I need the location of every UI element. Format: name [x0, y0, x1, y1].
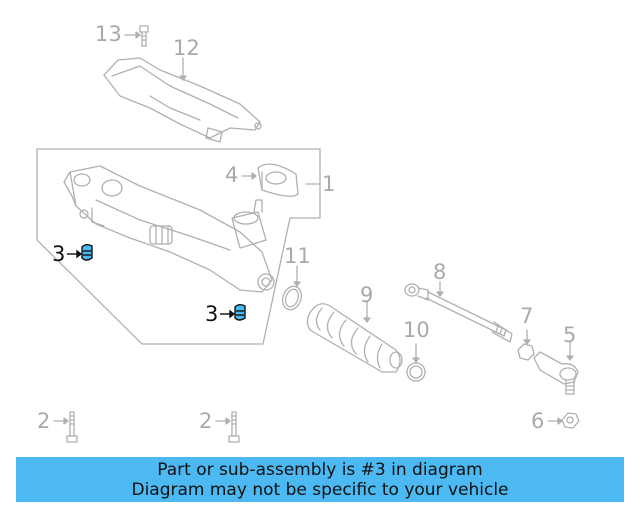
part-2-bolt-right — [215, 411, 240, 443]
part-7-nut — [517, 329, 535, 361]
part-13-bolt — [124, 25, 149, 47]
part-11-clamp — [281, 265, 303, 311]
callout-8: 8 — [433, 260, 447, 284]
part-5-tie-rod-end — [533, 341, 579, 395]
callout-6: 6 — [531, 409, 545, 433]
part-6-nut — [547, 412, 580, 429]
callout-9: 9 — [360, 283, 374, 307]
info-banner: Part or sub-assembly is #3 in diagram Di… — [16, 457, 624, 502]
part-8-tie-rod — [404, 281, 513, 343]
callout-3-lower[interactable]: 3 — [205, 302, 219, 326]
callout-1: 1 — [322, 172, 336, 196]
banner-line-1: Part or sub-assembly is #3 in diagram — [157, 459, 483, 480]
callout-12: 12 — [173, 36, 200, 60]
part-2-bolt-left — [53, 411, 78, 443]
part-9-boot — [306, 301, 403, 373]
part-10-clamp — [406, 343, 426, 382]
part-1-steering-rack — [63, 165, 275, 293]
assembly-outline — [36, 148, 321, 345]
banner-line-2: Diagram may not be specific to your vehi… — [131, 479, 509, 500]
callout-3-upper[interactable]: 3 — [52, 242, 66, 266]
callout-7: 7 — [520, 304, 534, 328]
callout-10: 10 — [403, 318, 430, 342]
callout-5: 5 — [563, 323, 577, 347]
part-3-bolt-upper — [67, 244, 93, 261]
callout-11: 11 — [284, 244, 311, 268]
callout-13: 13 — [95, 22, 122, 46]
part-4-bushing — [241, 163, 299, 197]
part-12-heat-shield — [103, 57, 262, 143]
callout-4: 4 — [225, 163, 239, 187]
callout-2-right: 2 — [199, 409, 213, 433]
callout-2-left: 2 — [37, 409, 51, 433]
part-3-bolt-lower — [220, 304, 246, 321]
